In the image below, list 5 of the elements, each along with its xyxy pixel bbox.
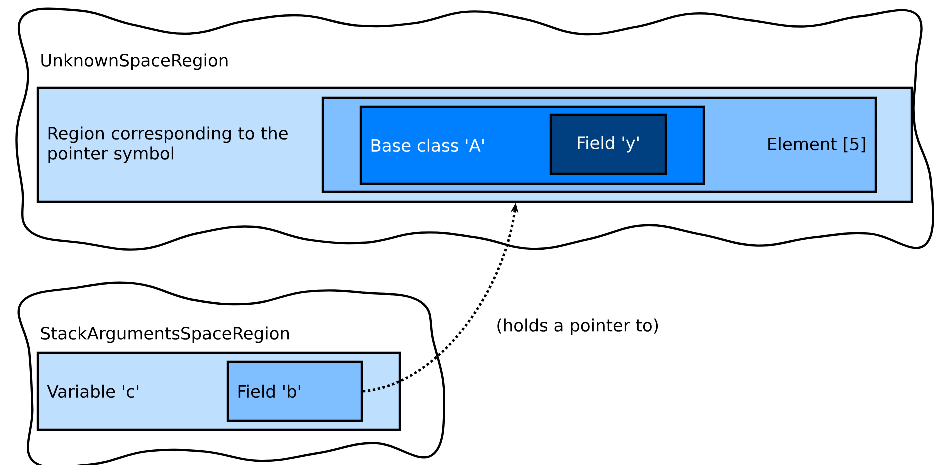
box: Field 'y'	[550, 114, 668, 176]
box: Field 'b'	[226, 360, 364, 422]
edge-label: (holds a pointer to)	[498, 318, 658, 336]
region-title: UnknownSpaceRegion	[42, 54, 228, 70]
region-title: StackArgumentsSpaceRegion	[41, 326, 290, 344]
